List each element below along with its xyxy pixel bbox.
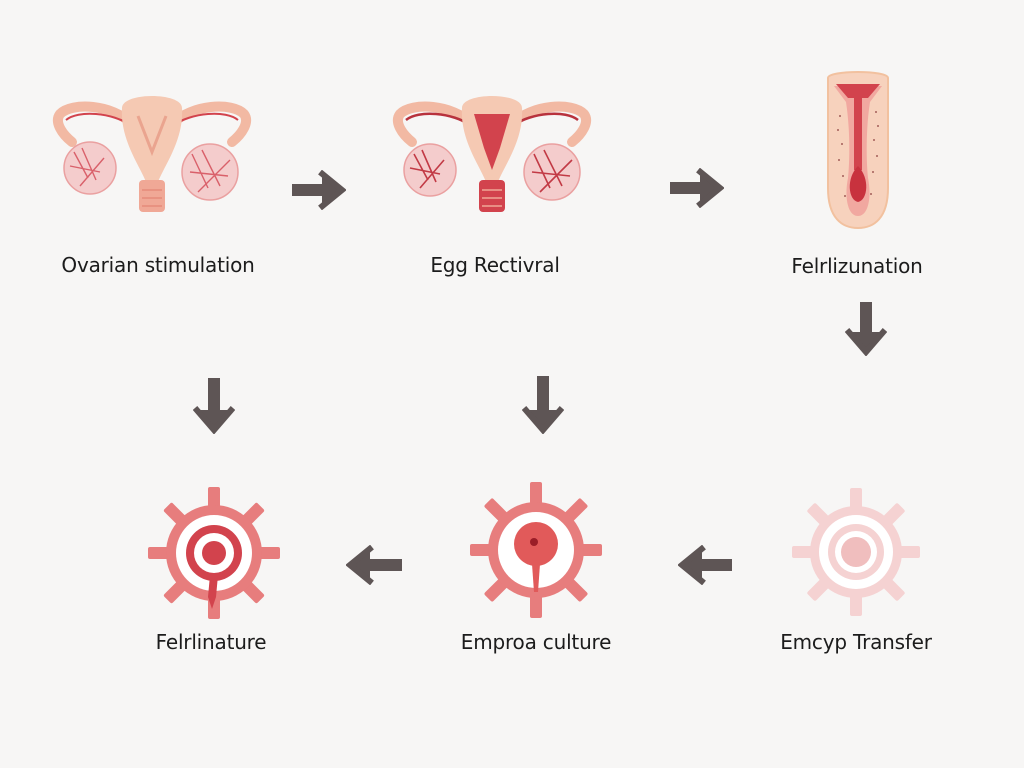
arrow-left-icon: [678, 545, 734, 585]
uterus-ovaries-icon: [52, 96, 252, 212]
arrow-left-icon: [346, 545, 404, 585]
arrow-right-icon: [290, 170, 346, 210]
egg-retrieval-label: Egg Rectivral: [430, 253, 560, 277]
embryo-transfer-label: Emcyp Transfer: [780, 630, 932, 654]
embryo-culture-label: Emproa culture: [460, 630, 612, 654]
fertilization-step: [818, 68, 898, 232]
fertilinature-label: Felrlinature: [155, 630, 267, 654]
cell-gear-icon: [470, 482, 602, 618]
embryo-transfer-step: [790, 486, 922, 618]
uterus-cross-section-icon: [827, 71, 889, 230]
embryo-culture-step: [468, 480, 604, 620]
arrow-right-icon: [668, 168, 724, 208]
arrow-down-icon: [522, 374, 564, 434]
arrow-down-icon: [193, 376, 235, 434]
fertilinature-step: [146, 485, 282, 621]
egg-retrieval-step: [392, 88, 592, 223]
fertilization-label: Felrlizunation: [791, 254, 923, 278]
cell-gear-icon: [148, 487, 280, 619]
cell-gear-icon: [792, 488, 920, 616]
ovarian-stimulation-label: Ovarian stimulation: [61, 253, 255, 277]
ovarian-stimulation-step: [52, 88, 252, 223]
uterus-ovaries-icon: [392, 96, 592, 212]
arrow-down-icon: [845, 300, 887, 356]
